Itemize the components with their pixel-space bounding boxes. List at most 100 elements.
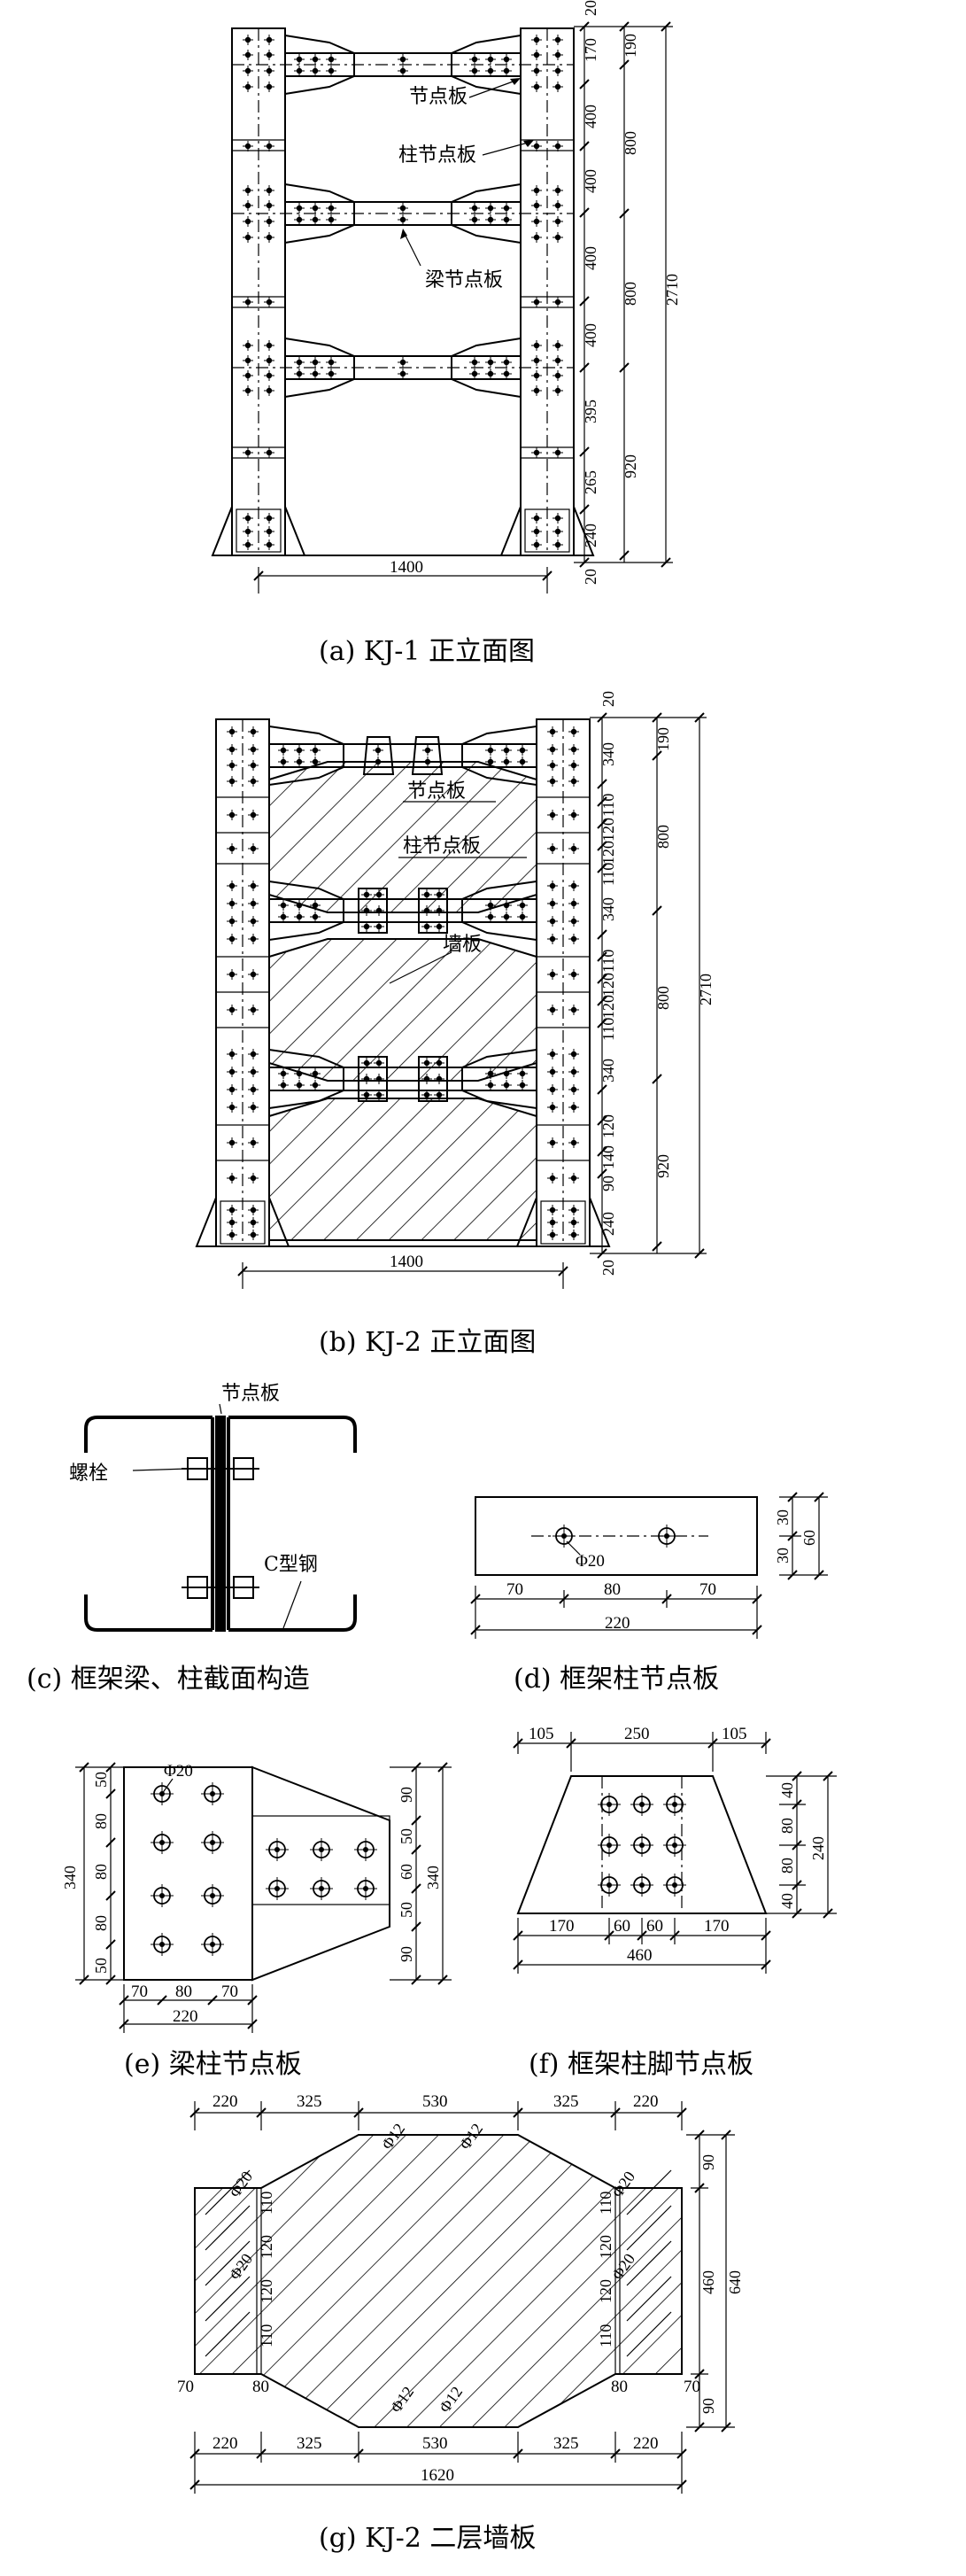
label-column-node-plate-b: 柱节点板 [403,835,481,857]
label-c-steel: C型钢 [264,1554,318,1576]
dim-f-80-2: 80 [778,1858,796,1874]
dim-g-bot-220-1: 220 [213,2434,238,2453]
dim-b-120-3: 120 [599,973,617,997]
dim-g-ro-90-1: 90 [699,2154,717,2170]
dim-a-width: 1400 [390,558,423,577]
dim-g-bot-220-2: 220 [633,2434,659,2453]
dim-b-340-1: 340 [599,742,617,766]
dim-b-110-1: 110 [599,794,617,817]
dim-f-250: 250 [624,1725,650,1743]
dim-g-top-220-1: 220 [213,2092,238,2111]
dim-g-ro-460: 460 [699,2270,717,2294]
dim-g-70-right: 70 [684,2378,700,2396]
dim-f-60-2: 60 [646,1917,663,1936]
dim-g-640: 640 [726,2270,744,2294]
dim-a-400-2: 400 [582,169,599,193]
dim-b-800-2: 800 [654,986,672,1010]
dim-e-80-1: 80 [92,1813,110,1829]
dim-g-70-left: 70 [177,2378,194,2396]
dim-g-top-530: 530 [422,2092,448,2111]
dim-b-90: 90 [599,1175,617,1191]
dim-e-80-2: 80 [92,1864,110,1880]
dim-b-120-5: 120 [599,1114,617,1138]
dim-a-top20: 20 [582,0,599,16]
dim-g-right-110-2: 110 [597,2324,614,2347]
dim-b-120-1: 120 [599,818,617,842]
dim-e-50-r1: 50 [398,1828,415,1844]
dim-b-140: 140 [599,1145,617,1169]
dim-f-170-2: 170 [704,1917,730,1936]
dim-a-920: 920 [622,454,639,478]
beam-b-1 [268,743,537,768]
dim-g-80-right: 80 [611,2378,628,2396]
dim-b-340-2: 340 [599,897,617,921]
dim-d-60: 60 [800,1530,818,1546]
caption-g: (g) KJ-2 二层墙板 [319,2523,536,2554]
label-bolt: 螺栓 [69,1463,108,1485]
caption-e: (e) 梁柱节点板 [124,2049,302,2080]
dim-e-80: 80 [175,1982,192,2001]
dim-g-1620: 1620 [421,2466,454,2485]
dim-g-right-110-1: 110 [597,2192,614,2215]
dim-a-395: 395 [582,400,599,423]
caption-c: (c) 框架梁、柱截面构造 [27,1664,310,1695]
dim-f-105-2: 105 [722,1725,747,1743]
beam-b-3 [268,1067,537,1091]
dim-g-left-110-2: 110 [258,2324,275,2347]
dim-f-105-1: 105 [529,1725,554,1743]
dim-b-240: 240 [599,1212,617,1236]
dim-g-ro-90-2: 90 [699,2398,717,2414]
wall-plate-3 [268,1098,537,1241]
dim-f-40-1: 40 [778,1782,796,1798]
dim-d-70-1: 70 [506,1580,523,1599]
dim-e-50-2: 50 [92,1958,110,1974]
label-c-node-plate: 节点板 [221,1383,280,1405]
dim-g-right-120-2: 120 [597,2279,614,2303]
dim-f-80-1: 80 [778,1818,796,1834]
dim-e-80-3: 80 [92,1915,110,1931]
dim-e-340-right: 340 [424,1866,442,1889]
dim-d-70-2: 70 [699,1580,716,1599]
dim-b-110-3: 110 [599,950,617,973]
dim-b-width: 1400 [390,1253,423,1271]
dim-b-110-4: 110 [599,1018,617,1041]
dim-a-190: 190 [622,34,639,58]
dim-a-240: 240 [582,524,599,547]
label-e-phi20: Φ20 [164,1762,193,1781]
dim-g-bot-530: 530 [422,2434,448,2453]
dim-b-190: 190 [654,727,672,751]
figure-f-column-base-plate: 105 250 105 170 60 60 170 460 [513,1725,837,1974]
caption-f: (f) 框架柱脚节点板 [529,2049,753,2080]
dim-d-30-1: 30 [774,1548,792,1563]
dim-b-bottom20: 20 [599,1260,617,1276]
dim-a-2710: 2710 [663,274,681,306]
dim-d-80: 80 [604,1580,621,1599]
label-node-plate-b: 节点板 [407,780,466,803]
beam-b-2 [268,898,537,923]
dim-b-110-2: 110 [599,863,617,886]
dim-a-800-1: 800 [622,131,639,155]
dim-e-60: 60 [398,1864,415,1880]
dim-f-460: 460 [627,1946,653,1965]
dim-a-bottom20: 20 [582,569,599,585]
dim-f-170-1: 170 [549,1917,575,1936]
caption-d: (d) 框架柱节点板 [514,1664,719,1695]
dim-a-800-2: 800 [622,282,639,306]
figure-e-beam-column-node-plate: Φ20 50 80 80 80 50 340 70 80 70 220 [61,1762,452,2033]
wall-plate-2 [268,938,537,1082]
dim-a-400-3: 400 [582,246,599,270]
dim-g-left-110-1: 110 [258,2192,275,2215]
dim-g-left-120-1: 120 [258,2235,275,2259]
caption-b: (b) KJ-2 正立面图 [319,1327,536,1358]
dim-e-220: 220 [173,2007,198,2026]
figure-a-kj1-elevation: 节点板 柱节点板 梁节点板 1400 170 400 400 [211,0,681,594]
dim-b-800-1: 800 [654,825,672,849]
dim-e-90-1: 90 [398,1787,415,1803]
label-wall-plate: 墙板 [443,934,482,956]
label-node-plate: 节点板 [409,86,468,108]
dim-g-right-120-1: 120 [597,2235,614,2259]
figure-b-kj2-elevation: 节点板 柱节点板 墙板 1400 3 [195,691,715,1289]
dim-b-top20: 20 [599,691,617,707]
dim-a-265: 265 [582,470,599,494]
bolt-pattern [242,34,564,551]
